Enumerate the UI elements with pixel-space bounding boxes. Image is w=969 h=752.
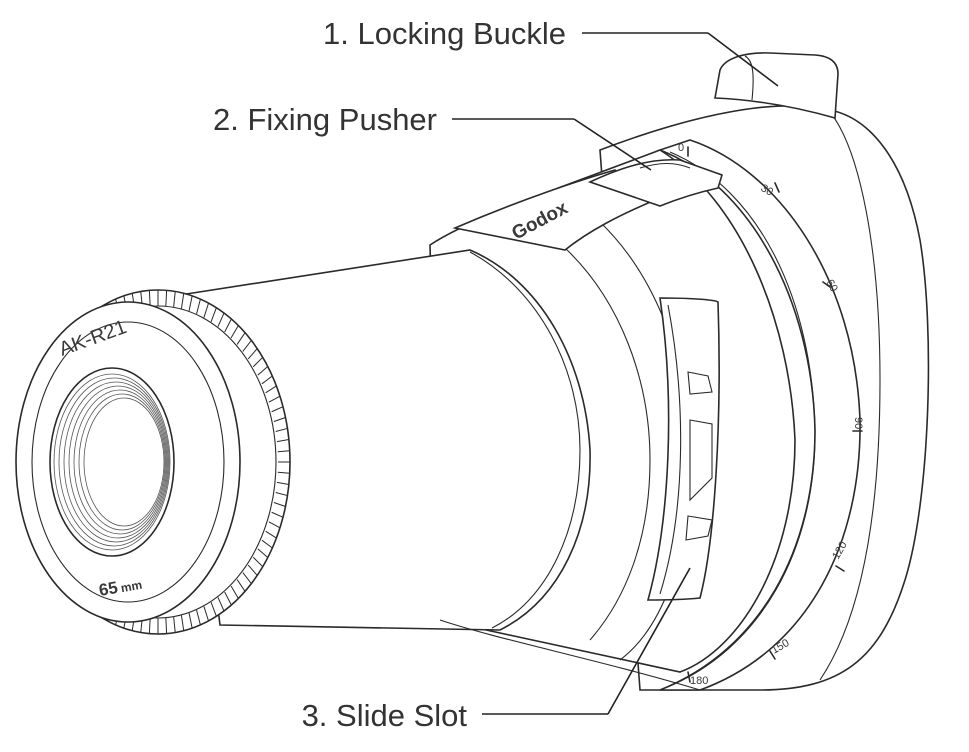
knurl-tick (242, 572, 252, 584)
knurl-tick (224, 318, 232, 333)
thread-ring (73, 389, 167, 535)
knurl-tick (203, 302, 209, 318)
callout-locking-buckle: 1. Locking Buckle (323, 16, 566, 51)
focal-length-label: 65mm (97, 574, 143, 600)
fixing-pusher (587, 158, 723, 207)
knurl-tick (180, 293, 185, 309)
knurl-tick (268, 395, 281, 403)
knurl-tick (277, 471, 290, 474)
knurl-tick (247, 564, 258, 576)
scale-label-0: 0 (678, 142, 684, 154)
knurl-tick (257, 366, 269, 376)
knurl-tick (230, 585, 239, 599)
focal-length-value: 65 (97, 578, 119, 600)
middle-barrel-band (564, 247, 651, 641)
knurl-tick (276, 481, 289, 485)
knurl-tick (261, 539, 273, 549)
rotation-ring-outer (657, 139, 861, 691)
thread-ring (53, 373, 171, 551)
scale-label-60: 60 (823, 278, 840, 295)
scale-label-90: 90 (852, 417, 864, 429)
front-ring-face-inner (31, 321, 225, 603)
knurl-tick (196, 299, 201, 315)
focal-length-unit: mm (120, 578, 143, 595)
scale-ticks (687, 146, 863, 683)
thread-ring (83, 397, 165, 527)
knurl-tick (268, 521, 281, 529)
thread-ring (63, 381, 169, 543)
knurl-tick (173, 291, 176, 308)
knurl-tick (165, 618, 168, 634)
knurl-tick (210, 602, 217, 617)
knurl-tick (188, 612, 193, 629)
knurl-tick (180, 615, 185, 631)
knurl-tick (165, 290, 168, 306)
scale-label-30: 30 (759, 182, 776, 199)
knurl-tick (273, 501, 286, 507)
scale-labels: 0 30 60 90 120 150 180 (678, 142, 864, 687)
inner-tube-end (469, 251, 581, 629)
knurl-tick (188, 295, 193, 312)
rear-housing-rim (819, 111, 881, 681)
knurl-tick (276, 439, 289, 443)
knurl-tick (196, 609, 201, 625)
knurl-tick (203, 606, 209, 622)
top-plate (452, 169, 657, 251)
inner-tube-lip (439, 619, 701, 691)
knurl-tick (265, 385, 277, 394)
knurl-tick (230, 325, 239, 339)
callout-fixing-pusher: 2. Fixing Pusher (213, 102, 437, 137)
scale-label-180: 180 (690, 675, 708, 687)
knurl-tick (252, 556, 264, 568)
knurl-tick (277, 450, 290, 453)
lens-opening (49, 367, 175, 557)
knurl-tick (217, 597, 225, 612)
thread-ring (78, 393, 166, 531)
rotation-ring-inner (664, 151, 816, 689)
knurl-tick (265, 530, 277, 539)
knurl-tick (275, 492, 288, 497)
knurl-tick (257, 548, 269, 558)
leader-slide-slot (482, 567, 691, 715)
thread-ring (58, 377, 170, 547)
knurl-tick (148, 618, 151, 634)
knurl-tick (275, 427, 288, 432)
knurl-tick (224, 591, 232, 606)
leader-locking-buckle (582, 32, 779, 87)
inner-tube (179, 249, 591, 631)
knurl-tick (173, 616, 176, 633)
locking-buckle-edge (744, 55, 754, 101)
knurl-tick (210, 307, 217, 322)
knurl-tick (261, 375, 273, 385)
callout-slide-slot: 3. Slide Slot (302, 698, 468, 733)
leader-fixing-pusher (452, 118, 652, 171)
lens-thread (53, 373, 171, 551)
knurl-tick (271, 406, 284, 413)
knurl-tick (273, 417, 286, 423)
slide-slot-inner (659, 304, 682, 595)
knurl-tick (242, 340, 252, 352)
knurl-tick (236, 579, 246, 592)
slide-slot-teeth (685, 371, 713, 541)
knurl-tick (148, 290, 151, 306)
knurl-tick (271, 511, 284, 518)
knurl-tick (217, 312, 225, 327)
knurl-tick (252, 356, 264, 368)
slide-slot (646, 297, 720, 601)
knurl-tick (236, 332, 246, 345)
thread-ring (68, 385, 168, 539)
knurl-tick (247, 348, 258, 360)
